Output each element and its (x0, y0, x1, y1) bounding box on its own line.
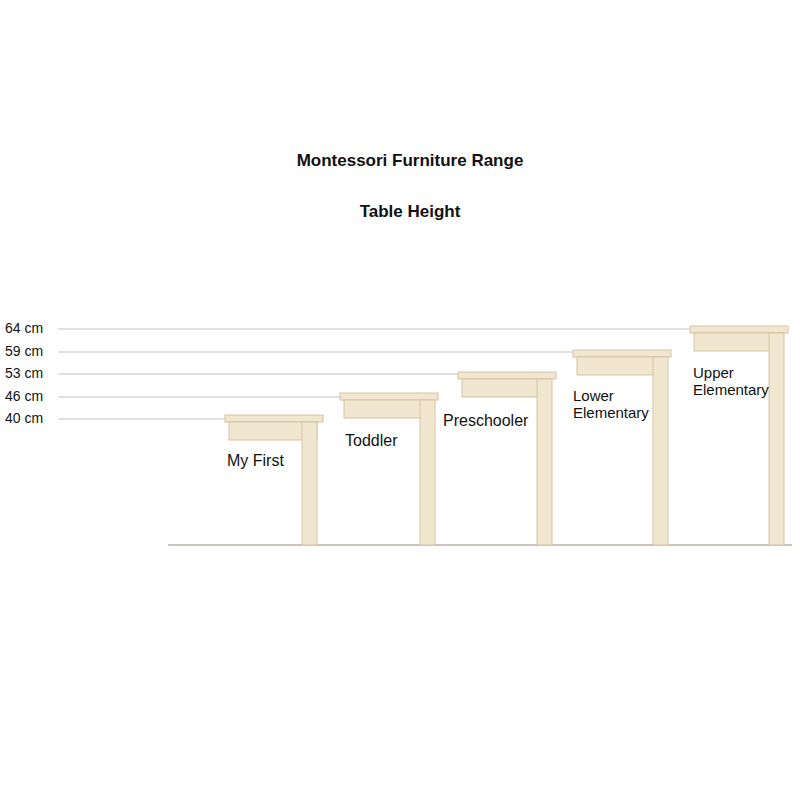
floor-line (168, 544, 792, 546)
table-label: Toddler (345, 432, 397, 450)
chart-subtitle: Table Height (10, 202, 800, 222)
height-label: 59 cm (5, 343, 43, 359)
table-label: Upper Elementary (693, 364, 783, 399)
height-label: 64 cm (5, 320, 43, 336)
tables (225, 326, 788, 545)
table-label: Preschooler (443, 412, 528, 430)
height-label: 46 cm (5, 388, 43, 404)
table-label: Lower Elementary (573, 387, 663, 422)
height-label: 40 cm (5, 410, 43, 426)
chart-title: Montessori Furniture Range (10, 151, 800, 171)
table-label: My First (227, 452, 284, 470)
height-label: 53 cm (5, 365, 43, 381)
